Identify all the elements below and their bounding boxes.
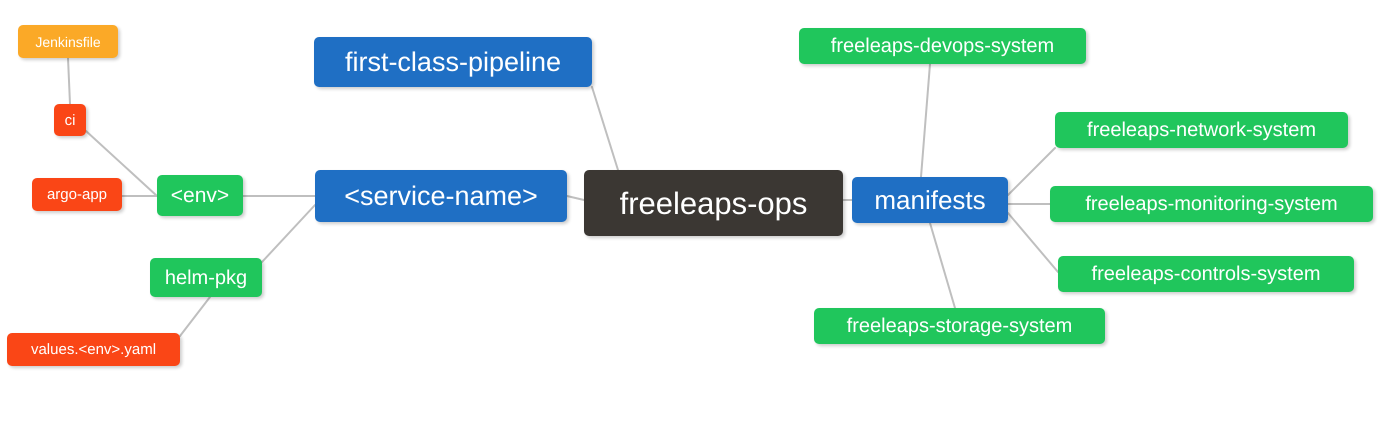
edge-jenkinsfile-to-ci bbox=[67, 57, 71, 105]
node-jenkinsfile[interactable]: Jenkinsfile bbox=[18, 25, 118, 58]
node-label-manifests: manifests bbox=[874, 185, 986, 215]
node-ci[interactable]: ci bbox=[54, 104, 86, 136]
node-freeleaps-network-system[interactable]: freeleaps-network-system bbox=[1055, 112, 1348, 148]
node-label-values-yaml: values.<env>.yaml bbox=[30, 341, 157, 358]
node-freeleaps-monitoring-system[interactable]: freeleaps-monitoring-system bbox=[1050, 186, 1373, 222]
edge-manifests-to-freeleaps-devops-system bbox=[920, 63, 931, 178]
node-first-class-pipeline[interactable]: first-class-pipeline bbox=[314, 37, 592, 87]
node-manifests[interactable]: manifests bbox=[852, 177, 1008, 223]
node-label-first-class-pipeline: first-class-pipeline bbox=[344, 46, 562, 77]
node-env[interactable]: <env> bbox=[157, 175, 243, 216]
node-label-env: <env> bbox=[170, 184, 230, 207]
node-freeleaps-ops[interactable]: freeleaps-ops bbox=[584, 170, 843, 236]
node-label-service-name: <service-name> bbox=[344, 180, 538, 211]
node-label-freeleaps-controls-system: freeleaps-controls-system bbox=[1091, 263, 1321, 285]
node-label-freeleaps-monitoring-system: freeleaps-monitoring-system bbox=[1085, 193, 1338, 215]
edge-manifests-to-freeleaps-network-system bbox=[1007, 147, 1056, 196]
node-argo-app[interactable]: argo-app bbox=[32, 178, 122, 211]
node-label-freeleaps-storage-system: freeleaps-storage-system bbox=[846, 315, 1073, 337]
node-values-yaml[interactable]: values.<env>.yaml bbox=[7, 333, 180, 366]
node-label-helm-pkg: helm-pkg bbox=[164, 266, 248, 289]
node-freeleaps-devops-system[interactable]: freeleaps-devops-system bbox=[799, 28, 1086, 64]
edge-first-class-pipeline-to-freeleaps-ops bbox=[591, 86, 619, 171]
node-label-argo-app: argo-app bbox=[46, 186, 108, 203]
node-freeleaps-controls-system[interactable]: freeleaps-controls-system bbox=[1058, 256, 1354, 292]
node-label-freeleaps-ops: freeleaps-ops bbox=[619, 185, 808, 221]
edge-service-name-to-freeleaps-ops bbox=[566, 195, 585, 201]
edge-service-name-to-helm-pkg bbox=[261, 204, 316, 263]
node-helm-pkg[interactable]: helm-pkg bbox=[150, 258, 262, 297]
edge-manifests-to-freeleaps-storage-system bbox=[929, 222, 956, 309]
node-service-name[interactable]: <service-name> bbox=[315, 170, 567, 222]
node-label-freeleaps-devops-system: freeleaps-devops-system bbox=[830, 35, 1055, 57]
node-label-jenkinsfile: Jenkinsfile bbox=[35, 33, 101, 50]
edge-manifests-to-freeleaps-controls-system bbox=[1007, 212, 1059, 273]
edge-helm-pkg-to-values-yaml bbox=[179, 296, 211, 337]
node-label-ci: ci bbox=[64, 111, 76, 129]
node-freeleaps-storage-system[interactable]: freeleaps-storage-system bbox=[814, 308, 1105, 344]
node-label-freeleaps-network-system: freeleaps-network-system bbox=[1087, 119, 1316, 141]
